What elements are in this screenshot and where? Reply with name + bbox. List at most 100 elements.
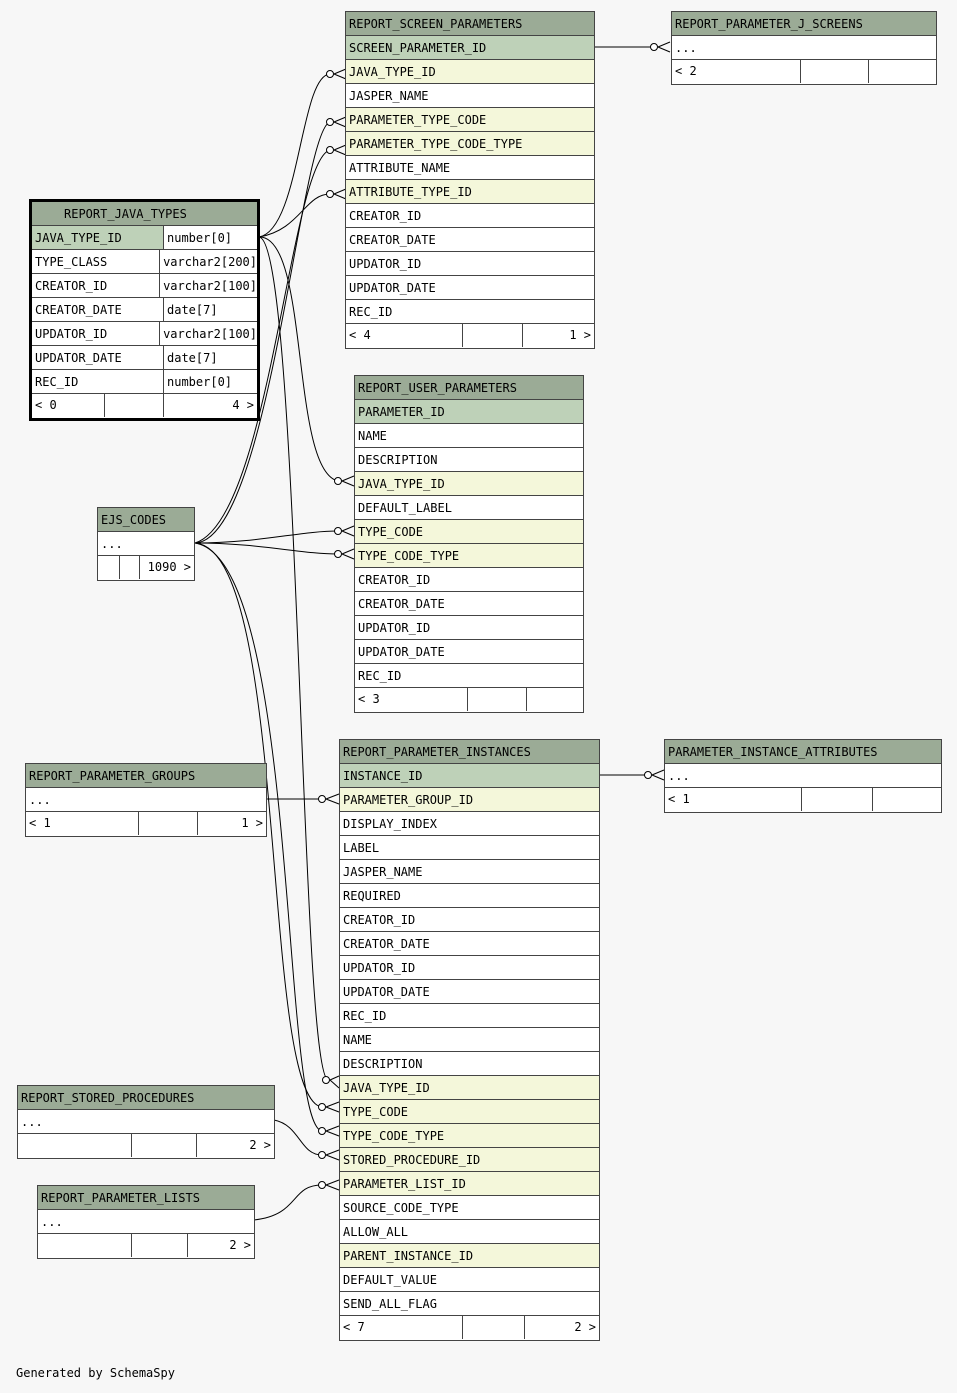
- column-stored-procedure-id[interactable]: STORED_PROCEDURE_ID: [340, 1148, 599, 1172]
- column-updator-id[interactable]: UPDATOR_ID: [346, 252, 594, 276]
- column-creator-id[interactable]: CREATOR_ID: [340, 908, 599, 932]
- column-type-code-type[interactable]: TYPE_CODE_TYPE: [355, 544, 583, 568]
- column-parameter-id[interactable]: PARAMETER_ID: [355, 400, 583, 424]
- footer-count: [104, 394, 163, 417]
- column-creator-date[interactable]: CREATOR_DATE date[7]: [32, 298, 257, 322]
- column-updator-date[interactable]: UPDATOR_DATE: [355, 640, 583, 664]
- column-updator-date[interactable]: UPDATOR_DATE: [340, 980, 599, 1004]
- table-title[interactable]: EJS_CODES: [98, 508, 194, 532]
- column-description[interactable]: DESCRIPTION: [340, 1052, 599, 1076]
- table-title[interactable]: REPORT_JAVA_TYPES: [32, 202, 257, 226]
- column-java-type-id[interactable]: JAVA_TYPE_ID: [340, 1076, 599, 1100]
- column-name: REC_ID: [35, 375, 79, 389]
- column-creator-id[interactable]: CREATOR_ID varchar2[100]: [32, 274, 257, 298]
- column-creator-date[interactable]: CREATOR_DATE: [346, 228, 594, 252]
- table-report-java-types[interactable]: REPORT_JAVA_TYPES JAVA_TYPE_ID number[0]…: [29, 199, 260, 421]
- table-footer: < 1: [665, 788, 941, 812]
- table-title[interactable]: PARAMETER_INSTANCE_ATTRIBUTES: [665, 740, 941, 764]
- column-send-all-flag[interactable]: SEND_ALL_FLAG: [340, 1292, 599, 1316]
- footer-count: [462, 324, 522, 347]
- column-instance-id[interactable]: INSTANCE_ID: [340, 764, 599, 788]
- table-report-parameter-lists[interactable]: REPORT_PARAMETER_LISTS ... 2 >: [37, 1185, 255, 1259]
- column-java-type-id[interactable]: JAVA_TYPE_ID: [355, 472, 583, 496]
- column-creator-date[interactable]: CREATOR_DATE: [340, 932, 599, 956]
- footer-count: [462, 1316, 524, 1339]
- table-report-parameter-j-screens[interactable]: REPORT_PARAMETER_J_SCREENS ... < 2: [671, 11, 937, 85]
- table-title[interactable]: REPORT_PARAMETER_GROUPS: [26, 764, 266, 788]
- column-parameter-group-id[interactable]: PARAMETER_GROUP_ID: [340, 788, 599, 812]
- column-ellipsis[interactable]: ...: [18, 1110, 274, 1134]
- column-parameter-type-code-type[interactable]: PARAMETER_TYPE_CODE_TYPE: [346, 132, 594, 156]
- column-rec-id[interactable]: REC_ID number[0]: [32, 370, 257, 394]
- column-ellipsis[interactable]: ...: [26, 788, 266, 812]
- column-default-label[interactable]: DEFAULT_LABEL: [355, 496, 583, 520]
- column-java-type-id[interactable]: JAVA_TYPE_ID: [346, 60, 594, 84]
- column-name[interactable]: NAME: [340, 1028, 599, 1052]
- table-title[interactable]: REPORT_PARAMETER_J_SCREENS: [672, 12, 936, 36]
- footer-children: 1090 >: [139, 556, 194, 579]
- column-parameter-list-id[interactable]: PARAMETER_LIST_ID: [340, 1172, 599, 1196]
- table-title[interactable]: REPORT_PARAMETER_LISTS: [38, 1186, 254, 1210]
- column-ellipsis[interactable]: ...: [98, 532, 194, 556]
- table-ejs-codes[interactable]: EJS_CODES ... 1090 >: [97, 507, 195, 581]
- footer-children: 1 >: [197, 812, 266, 835]
- column-parent-instance-id[interactable]: PARENT_INSTANCE_ID: [340, 1244, 599, 1268]
- column-jasper-name[interactable]: JASPER_NAME: [340, 860, 599, 884]
- column-updator-id[interactable]: UPDATOR_ID: [355, 616, 583, 640]
- footer-count: [800, 60, 868, 83]
- column-rec-id[interactable]: REC_ID: [346, 300, 594, 324]
- table-report-stored-procedures[interactable]: REPORT_STORED_PROCEDURES ... 2 >: [17, 1085, 275, 1159]
- column-jasper-name[interactable]: JASPER_NAME: [346, 84, 594, 108]
- table-title[interactable]: REPORT_USER_PARAMETERS: [355, 376, 583, 400]
- footer-count: [467, 688, 526, 711]
- link-ejs-instance-type-code: [194, 542, 323, 1108]
- column-ellipsis[interactable]: ...: [665, 764, 941, 788]
- column-updator-date[interactable]: UPDATOR_DATE date[7]: [32, 346, 257, 370]
- column-type-code[interactable]: TYPE_CODE: [355, 520, 583, 544]
- column-label[interactable]: LABEL: [340, 836, 599, 860]
- table-title[interactable]: REPORT_STORED_PROCEDURES: [18, 1086, 274, 1110]
- table-report-screen-parameters[interactable]: REPORT_SCREEN_PARAMETERS SCREEN_PARAMETE…: [345, 11, 595, 349]
- column-creator-date[interactable]: CREATOR_DATE: [355, 592, 583, 616]
- column-default-value[interactable]: DEFAULT_VALUE: [340, 1268, 599, 1292]
- column-updator-date[interactable]: UPDATOR_DATE: [346, 276, 594, 300]
- table-report-user-parameters[interactable]: REPORT_USER_PARAMETERS PARAMETER_ID NAME…: [354, 375, 584, 713]
- column-parameter-type-code[interactable]: PARAMETER_TYPE_CODE: [346, 108, 594, 132]
- link-ejs-user-type-code: [194, 530, 339, 544]
- column-rec-id[interactable]: REC_ID: [355, 664, 583, 688]
- column-attribute-type-id[interactable]: ATTRIBUTE_TYPE_ID: [346, 180, 594, 204]
- column-type-class[interactable]: TYPE_CLASS varchar2[200]: [32, 250, 257, 274]
- table-title[interactable]: REPORT_SCREEN_PARAMETERS: [346, 12, 594, 36]
- column-updator-id[interactable]: UPDATOR_ID varchar2[100]: [32, 322, 257, 346]
- column-name: CREATOR_DATE: [35, 303, 122, 317]
- column-required[interactable]: REQUIRED: [340, 884, 599, 908]
- column-type-code[interactable]: TYPE_CODE: [340, 1100, 599, 1124]
- table-title[interactable]: REPORT_PARAMETER_INSTANCES: [340, 740, 599, 764]
- column-creator-id[interactable]: CREATOR_ID: [346, 204, 594, 228]
- column-description[interactable]: DESCRIPTION: [355, 448, 583, 472]
- column-display-index[interactable]: DISPLAY_INDEX: [340, 812, 599, 836]
- footer-parents: < 7: [343, 1320, 365, 1334]
- column-attribute-name[interactable]: ATTRIBUTE_NAME: [346, 156, 594, 180]
- column-ellipsis[interactable]: ...: [672, 36, 936, 60]
- column-java-type-id[interactable]: JAVA_TYPE_ID number[0]: [32, 226, 257, 250]
- column-creator-id[interactable]: CREATOR_ID: [355, 568, 583, 592]
- column-type-code-type[interactable]: TYPE_CODE_TYPE: [340, 1124, 599, 1148]
- column-source-code-type[interactable]: SOURCE_CODE_TYPE: [340, 1196, 599, 1220]
- column-allow-all[interactable]: ALLOW_ALL: [340, 1220, 599, 1244]
- column-name: JAVA_TYPE_ID: [32, 226, 163, 249]
- column-name: TYPE_CLASS: [35, 255, 108, 269]
- table-report-parameter-instances[interactable]: REPORT_PARAMETER_INSTANCES INSTANCE_ID P…: [339, 739, 600, 1341]
- footer-children: [526, 688, 583, 711]
- column-screen-parameter-id[interactable]: SCREEN_PARAMETER_ID: [346, 36, 594, 60]
- column-rec-id[interactable]: REC_ID: [340, 1004, 599, 1028]
- table-report-parameter-groups[interactable]: REPORT_PARAMETER_GROUPS ... < 1 1 >: [25, 763, 267, 837]
- column-ellipsis[interactable]: ...: [38, 1210, 254, 1234]
- footer-parents: [18, 1134, 131, 1157]
- footer-parents: < 2: [675, 64, 697, 78]
- table-parameter-instance-attributes[interactable]: PARAMETER_INSTANCE_ATTRIBUTES ... < 1: [664, 739, 942, 813]
- table-footer: < 4 1 >: [346, 324, 594, 348]
- column-updator-id[interactable]: UPDATOR_ID: [340, 956, 599, 980]
- column-name[interactable]: NAME: [355, 424, 583, 448]
- footer-count: [131, 1234, 187, 1257]
